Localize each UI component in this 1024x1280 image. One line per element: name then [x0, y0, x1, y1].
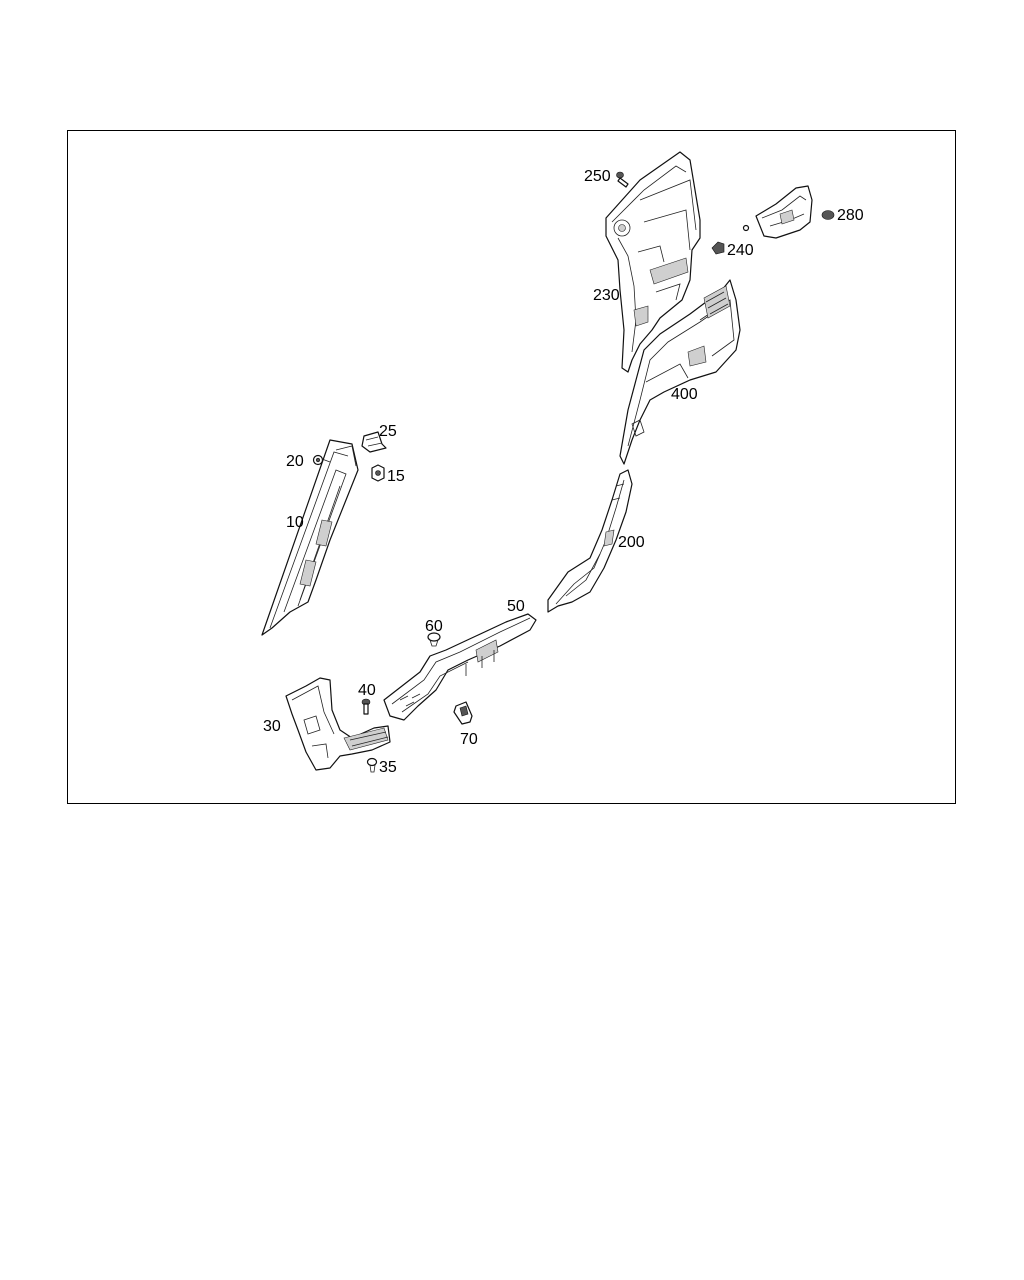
part-50-sill-trim[interactable]	[383, 613, 537, 721]
part-70-clip-icon[interactable]	[453, 701, 473, 725]
part-240-grommet-icon[interactable]	[711, 224, 750, 255]
label-25: 25	[379, 423, 397, 440]
label-400: 400	[671, 386, 698, 403]
part-280-cover-bracket[interactable]	[755, 185, 835, 239]
label-70: 70	[460, 731, 478, 748]
label-230: 230	[593, 287, 620, 304]
label-10: 10	[286, 514, 304, 531]
label-50: 50	[507, 598, 525, 615]
label-15: 15	[387, 468, 405, 485]
part-15-nut-icon[interactable]	[371, 464, 385, 482]
label-280: 280	[837, 207, 864, 224]
label-20: 20	[286, 453, 304, 470]
part-25-bracket-icon[interactable]	[361, 431, 387, 453]
part-230-c-pillar-trim[interactable]	[605, 151, 701, 373]
part-30-kick-panel[interactable]	[285, 677, 391, 771]
part-20-clip-icon[interactable]	[312, 454, 331, 466]
part-250-screw-icon[interactable]	[616, 171, 629, 188]
label-40: 40	[358, 682, 376, 699]
part-200-b-pillar-trim[interactable]	[547, 469, 633, 613]
part-60-cap-icon[interactable]	[427, 632, 441, 647]
label-250: 250	[584, 168, 611, 185]
label-200: 200	[618, 534, 645, 551]
part-10-a-pillar-trim[interactable]	[261, 439, 359, 636]
diagram-frame	[67, 130, 956, 804]
label-60: 60	[425, 618, 443, 635]
label-30: 30	[263, 718, 281, 735]
part-40-screw-icon[interactable]	[361, 698, 371, 715]
part-35-clip-icon[interactable]	[366, 757, 378, 773]
label-35: 35	[379, 759, 397, 776]
label-240: 240	[727, 242, 754, 259]
part-400-quarter-trim[interactable]	[619, 279, 741, 465]
